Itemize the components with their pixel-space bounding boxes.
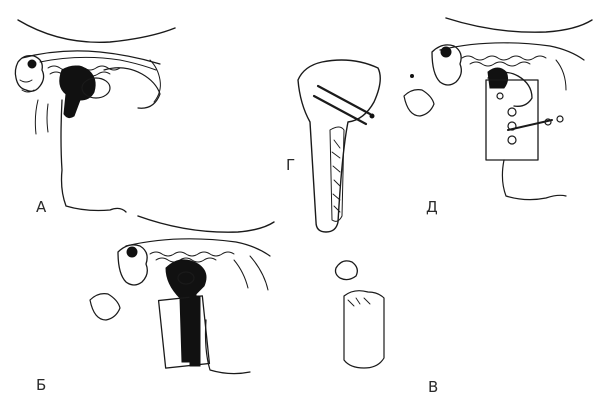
panel-g bbox=[298, 60, 380, 232]
panel-a bbox=[15, 20, 175, 212]
panel-label-b: Б bbox=[36, 376, 46, 394]
panel-label-g: Г bbox=[286, 156, 295, 174]
panel-label-a: А bbox=[36, 198, 47, 216]
panel-label-v: В bbox=[428, 378, 438, 396]
panel-b bbox=[90, 216, 274, 374]
panel-label-d: Д bbox=[426, 198, 438, 216]
panel-v bbox=[336, 261, 385, 368]
panel-d bbox=[404, 18, 592, 200]
